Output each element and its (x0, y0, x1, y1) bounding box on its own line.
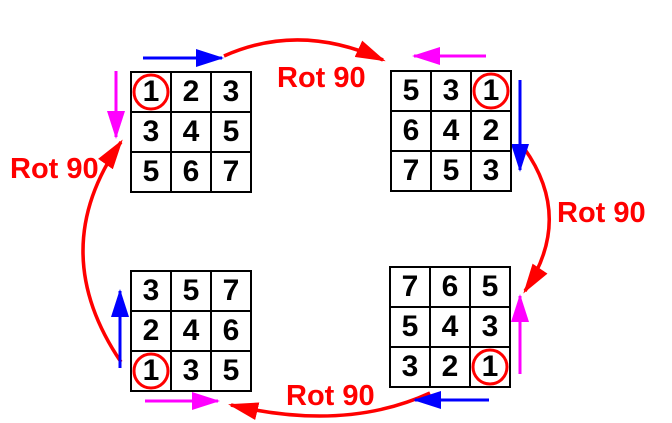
cell-value: 5 (481, 270, 499, 303)
cell-value: 3 (222, 75, 240, 108)
cell-value: 3 (182, 354, 200, 387)
cell-value: 4 (442, 114, 460, 147)
cell-value: 3 (142, 115, 160, 148)
rotation-cycle-arcs (81, 38, 551, 420)
grid-cell: 7 (212, 272, 250, 310)
cell-value: 3 (401, 350, 419, 383)
cell-value: 7 (401, 270, 419, 303)
cell-value: 6 (222, 314, 240, 347)
grid-cell: 7 (212, 153, 250, 191)
grid-cell: 5 (392, 72, 430, 110)
cell-value: 2 (482, 114, 500, 147)
grid-cell: 2 (472, 112, 510, 150)
grid-cell: 5 (172, 272, 210, 310)
rot90-label-right: Rot 90 (557, 197, 646, 229)
grid-cell: 7 (392, 152, 430, 190)
rot90-label-bottom: Rot 90 (286, 380, 375, 412)
cell-value: 6 (182, 155, 200, 188)
grid-cell: 6 (431, 268, 469, 306)
cell-value: 5 (182, 274, 200, 307)
cell-value: 3 (442, 74, 460, 107)
cell-value: 7 (402, 154, 420, 187)
grid-cell: 3 (471, 308, 509, 346)
grid-cell: 5 (471, 268, 509, 306)
rot90-arc-right (522, 146, 551, 294)
grid-cell: 4 (172, 113, 210, 151)
grid-cell: 5 (391, 308, 429, 346)
grid-cell: 7 (391, 268, 429, 306)
grid-cell: 3 (432, 72, 470, 110)
grid-cell: 3 (132, 113, 170, 151)
cell-value: 4 (182, 115, 200, 148)
scan-direction-arrows (107, 47, 529, 410)
rot90-label-top: Rot 90 (277, 62, 366, 94)
grid-cell: 3 (132, 272, 170, 310)
grid-cell: 3 (391, 348, 429, 386)
grid-cell: 5 (212, 352, 250, 390)
cell-value: 2 (142, 314, 160, 347)
cell-value: 3 (482, 154, 500, 187)
grid-cell: 2 (132, 312, 170, 350)
grid-cell: 3 (172, 352, 210, 390)
rot90-arc-bottom (228, 391, 431, 420)
grid-cell: 4 (431, 308, 469, 346)
cell-value: 2 (182, 75, 200, 108)
grid-cell: 5 (212, 113, 250, 151)
circled-value-ring (472, 72, 510, 110)
cell-value: 2 (441, 350, 459, 383)
circled-value-ring (471, 348, 509, 386)
grid-cell: 2 (172, 73, 210, 111)
cell-value: 4 (182, 314, 200, 347)
grid-cell: 4 (432, 112, 470, 150)
cell-value: 3 (481, 310, 499, 343)
cell-value: 3 (142, 274, 160, 307)
rot90-arc-left (81, 139, 123, 363)
grid-cell: 6 (172, 153, 210, 191)
grid-cell: 1 (132, 73, 170, 111)
grid-cell: 1 (132, 352, 170, 390)
cell-value: 7 (222, 155, 240, 188)
circled-value-ring (132, 73, 170, 111)
grid-cell: 6 (212, 312, 250, 350)
cell-value: 5 (222, 115, 240, 148)
grid-cell: 5 (132, 153, 170, 191)
cell-value: 6 (441, 270, 459, 303)
cell-value: 4 (441, 310, 459, 343)
cell-value: 5 (142, 155, 160, 188)
cell-value: 7 (222, 274, 240, 307)
grid-cell: 1 (471, 348, 509, 386)
grid-cell: 5 (432, 152, 470, 190)
grid-cell: 1 (472, 72, 510, 110)
grid-cell: 3 (472, 152, 510, 190)
cell-value: 6 (402, 114, 420, 147)
grid-cell: 3 (212, 73, 250, 111)
grid-cell: 4 (172, 312, 210, 350)
rot90-label-left: Rot 90 (10, 153, 99, 185)
cell-value: 5 (402, 74, 420, 107)
cell-value: 5 (442, 154, 460, 187)
circled-value-ring (132, 352, 170, 390)
cell-value: 5 (222, 354, 240, 387)
grid-cell: 2 (431, 348, 469, 386)
cell-value: 5 (401, 310, 419, 343)
grid-cell: 6 (392, 112, 430, 150)
rot90-arc-top (223, 38, 386, 62)
